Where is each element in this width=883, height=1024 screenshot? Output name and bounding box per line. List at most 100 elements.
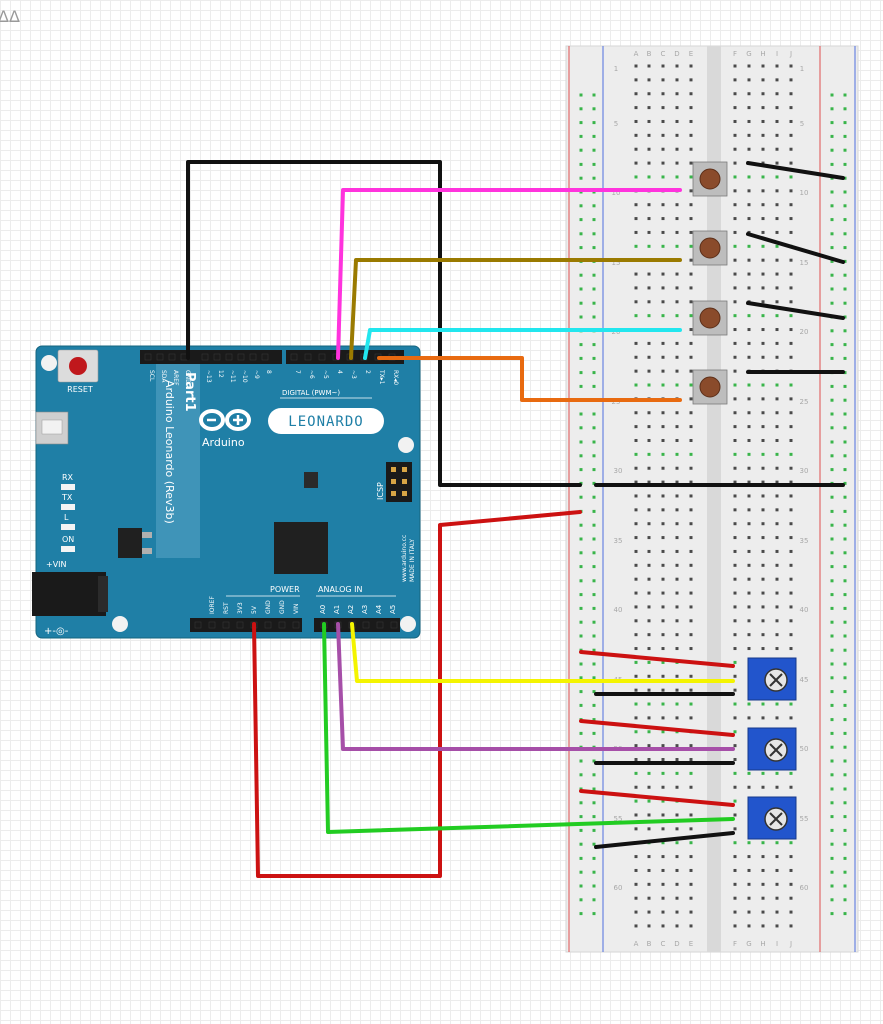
breadboard-hole	[675, 314, 679, 318]
header-pin[interactable]	[222, 621, 230, 629]
breadboard-hole	[733, 855, 737, 859]
header-pin[interactable]	[156, 353, 164, 361]
header-pin[interactable]	[362, 621, 370, 629]
breadboard-hole	[675, 119, 679, 123]
breadboard-hole	[761, 508, 765, 512]
breadboard-hole	[675, 438, 679, 442]
header-pin[interactable]	[304, 353, 312, 361]
breadboard-hole	[733, 161, 737, 165]
header-pin[interactable]	[225, 353, 233, 361]
header-pin[interactable]	[264, 621, 272, 629]
breadboard-hole	[789, 397, 793, 401]
wire-red-pot2-vcc[interactable]	[579, 719, 735, 737]
rail-hole	[843, 329, 847, 333]
wire-black-pot3-gnd[interactable]	[594, 831, 735, 849]
wire-olive-pin3[interactable]	[349, 258, 682, 360]
breadboard-hole	[747, 480, 751, 484]
breadboard-hole	[789, 355, 793, 359]
rail-hole	[592, 426, 596, 430]
header-pin[interactable]	[194, 621, 202, 629]
breadboard-hole	[761, 549, 765, 553]
breadboard-hole	[775, 924, 779, 928]
header-pin[interactable]	[292, 621, 300, 629]
breadboard-hole	[689, 813, 693, 817]
rail-hole	[830, 828, 834, 832]
pin-label: ~10	[241, 370, 248, 383]
wire-green-a0[interactable]	[322, 622, 735, 834]
breadboard-hole	[689, 758, 693, 761]
header-pin[interactable]	[376, 621, 384, 629]
rail-hole	[592, 315, 596, 319]
arduino-leonardo: RESET RX TX L ON +VIN +-◎- Part1 Arduino…	[32, 345, 421, 639]
rail-hole	[843, 134, 847, 138]
header-pin[interactable]	[201, 353, 209, 361]
rail-hole	[592, 301, 596, 305]
col-letter: D	[674, 50, 679, 58]
rail-hole	[830, 759, 834, 763]
wire-cyan-pin2[interactable]	[363, 328, 682, 360]
breadboard-hole	[761, 286, 765, 290]
push-button-4[interactable]	[692, 369, 728, 405]
breadboard-hole	[634, 314, 638, 318]
potentiometer-2[interactable]	[747, 727, 797, 771]
rail-hole	[830, 426, 834, 430]
breadboard-hole	[733, 924, 737, 928]
header-pin[interactable]	[390, 621, 398, 629]
header-pin[interactable]	[261, 353, 269, 361]
breadboard-hole	[634, 910, 638, 914]
reset-button-cap[interactable]	[69, 357, 87, 375]
wire-red-pot3-vcc[interactable]	[579, 789, 735, 807]
website-label: www.arduino.cc	[401, 535, 408, 582]
push-button-1[interactable]	[692, 161, 728, 197]
wire-black-button2-gnd[interactable]	[746, 232, 845, 264]
header-pin[interactable]	[144, 353, 152, 361]
wire-red-pot1-vcc[interactable]	[579, 650, 735, 668]
rail-hole	[579, 565, 583, 569]
header-pin[interactable]	[318, 353, 326, 361]
push-button-3[interactable]	[692, 300, 728, 336]
wire-black-button1-gnd[interactable]	[746, 161, 845, 180]
wire-black-button3-gnd[interactable]	[746, 301, 845, 320]
rail-hole	[830, 537, 834, 541]
breadboard-hole	[661, 591, 665, 595]
wire-purple-a1[interactable]	[336, 622, 735, 751]
breadboard-hole	[789, 549, 793, 553]
push-button-2[interactable]	[692, 230, 728, 266]
breadboard-hole	[747, 119, 751, 123]
pin-label: IOREF	[209, 596, 216, 614]
rail-hole	[843, 690, 847, 694]
wire-yellow-a2[interactable]	[350, 622, 735, 683]
rail-hole	[843, 93, 847, 97]
breadboard-hole	[775, 203, 779, 207]
rail-hole	[579, 107, 583, 111]
wire-orange-pin1[interactable]	[377, 356, 682, 402]
breadboard-hole	[775, 244, 779, 248]
wire-red-5v[interactable]	[252, 510, 582, 878]
header-pin[interactable]	[290, 353, 298, 361]
potentiometer-1[interactable]	[747, 657, 797, 701]
mount-hole	[398, 437, 414, 453]
rail-hole	[843, 162, 847, 166]
header-pin[interactable]	[236, 621, 244, 629]
breadboard-hole	[689, 341, 693, 345]
breadboard-hole	[747, 438, 751, 442]
breadboard-hole	[789, 217, 793, 221]
breadboard-hole	[675, 106, 679, 110]
arduino-logo-icon	[199, 409, 251, 431]
potentiometer-3[interactable]	[747, 796, 797, 840]
header-pin[interactable]	[249, 353, 257, 361]
header-pin[interactable]	[237, 353, 245, 361]
header-pin[interactable]	[213, 353, 221, 361]
breadboard-hole	[634, 716, 638, 720]
breadboard-hole	[661, 78, 665, 82]
breadboard-hole	[775, 841, 779, 845]
wire-magenta-pin4[interactable]	[336, 188, 682, 360]
header-pin[interactable]	[168, 353, 176, 361]
breadboard-hole	[647, 563, 651, 567]
rail-hole	[843, 204, 847, 208]
header-pin[interactable]	[278, 621, 286, 629]
header-pin[interactable]	[208, 621, 216, 629]
breadboard-hole	[761, 175, 765, 179]
rail-hole	[579, 468, 583, 472]
wire-black-gnd[interactable]	[186, 160, 582, 487]
